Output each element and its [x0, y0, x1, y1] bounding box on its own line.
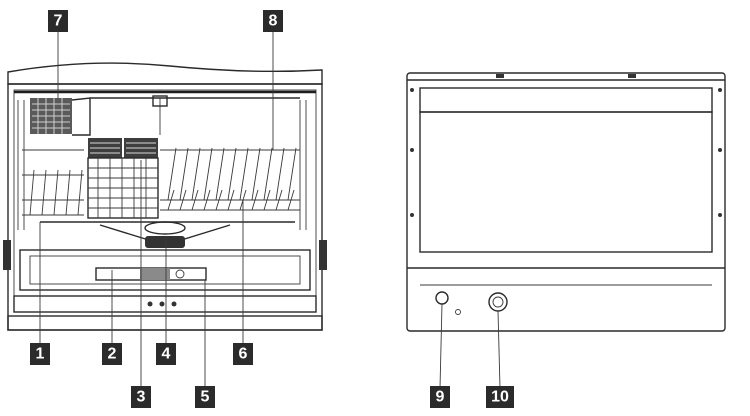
program-knob: [488, 292, 508, 312]
callout-5: 5: [195, 386, 215, 408]
open-door: [7, 249, 323, 331]
callout-4: 4: [156, 343, 176, 365]
callout-2-text: 2: [108, 346, 117, 363]
right-hinge: [319, 240, 327, 270]
callout-4-text: 4: [162, 346, 171, 363]
callout-9: 9: [430, 386, 450, 408]
cup-shelf: [30, 97, 91, 136]
door-window: [419, 111, 713, 253]
top-panel: [419, 87, 713, 113]
indicator-light: [455, 309, 461, 315]
callout-10-text: 10: [491, 389, 509, 406]
power-button: [435, 291, 449, 305]
callout-2: 2: [102, 343, 122, 365]
callout-7: 7: [48, 10, 68, 32]
dish-rack: [160, 147, 300, 211]
leader-lines: [39, 29, 274, 388]
cutlery-basket: [87, 138, 159, 219]
closed-cabinet: [406, 72, 726, 332]
callout-1-text: 1: [36, 346, 45, 363]
callout-3-text: 3: [137, 389, 146, 406]
callout-6: 6: [233, 343, 253, 365]
callout-5-text: 5: [201, 389, 210, 406]
callout-6-text: 6: [239, 346, 248, 363]
callout-1: 1: [30, 343, 50, 365]
lower-basket-left: [17, 100, 84, 230]
top-lid: [7, 62, 323, 85]
left-hinge: [3, 240, 11, 270]
open-dishwasher-view: [3, 29, 327, 388]
callout-8: 8: [263, 10, 283, 32]
callout-8-text: 8: [269, 13, 278, 30]
callout-9-text: 9: [436, 389, 445, 406]
callout-7-text: 7: [54, 13, 63, 30]
closed-dishwasher-view: [406, 72, 726, 389]
callout-10: 10: [486, 386, 514, 408]
spray-arm: [40, 221, 295, 248]
control-panel: [420, 284, 712, 315]
callout-3: 3: [131, 386, 151, 408]
